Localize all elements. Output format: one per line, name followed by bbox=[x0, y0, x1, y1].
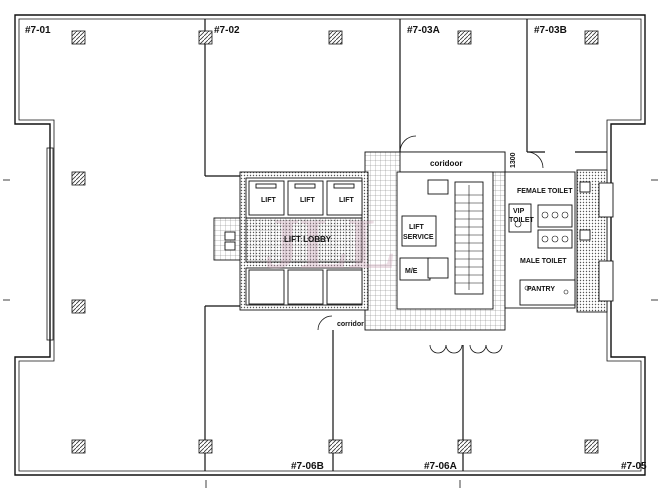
lift-service-room bbox=[401, 215, 437, 247]
male-stalls bbox=[537, 229, 573, 249]
unit-label-703a: #7-03A bbox=[407, 25, 440, 36]
edge-ticks bbox=[3, 179, 658, 488]
label-pantry: PANTRY bbox=[527, 286, 555, 293]
outer-wall bbox=[14, 14, 646, 476]
column bbox=[328, 439, 343, 454]
label-vip-2: TOILET bbox=[509, 217, 534, 224]
label-lift-3: LIFT bbox=[339, 197, 354, 204]
columns bbox=[71, 30, 599, 454]
column bbox=[584, 30, 599, 45]
column bbox=[71, 171, 86, 186]
column bbox=[457, 30, 472, 45]
unit-label-706b: #7-06B bbox=[291, 461, 324, 472]
unit-label-702: #7-02 bbox=[214, 25, 240, 36]
column bbox=[584, 439, 599, 454]
female-stalls bbox=[537, 204, 573, 228]
column bbox=[198, 439, 213, 454]
label-lift-lobby: LIFT LOBBY bbox=[284, 235, 332, 244]
label-dimension: 1300 bbox=[510, 152, 517, 168]
vip-toilet bbox=[508, 203, 532, 233]
stair-treads bbox=[455, 194, 483, 284]
door-arcs bbox=[317, 135, 544, 354]
column bbox=[71, 299, 86, 314]
pantry-room bbox=[519, 279, 576, 306]
label-corridor-bottom: corridor bbox=[337, 321, 364, 328]
unit-label-701: #7-01 bbox=[25, 25, 51, 36]
lower-shaft-3 bbox=[326, 269, 363, 305]
left-facade-strip bbox=[46, 147, 54, 341]
label-corridor-top: coridoor bbox=[430, 159, 462, 168]
label-me: M/E bbox=[405, 268, 418, 275]
core bbox=[213, 151, 614, 331]
unit-label-705: #7-05 bbox=[621, 461, 647, 472]
label-lift-service-2: SERVICE bbox=[403, 234, 434, 241]
column bbox=[71, 439, 86, 454]
label-lift-2: LIFT bbox=[300, 197, 315, 204]
unit-label-703b: #7-03B bbox=[534, 25, 567, 36]
column bbox=[71, 30, 86, 45]
column bbox=[328, 30, 343, 45]
label-vip-1: VIP bbox=[513, 208, 525, 215]
watermark: JLL bbox=[264, 204, 396, 284]
label-lift-service-1: LIFT bbox=[409, 224, 424, 231]
unit-label-706a: #7-06A bbox=[424, 461, 457, 472]
column bbox=[198, 30, 213, 45]
label-lift-1: LIFT bbox=[261, 197, 276, 204]
column bbox=[457, 439, 472, 454]
lower-shaft-1 bbox=[248, 269, 285, 305]
sanitary-fixtures bbox=[514, 211, 569, 295]
label-male-toilet: MALE TOILET bbox=[520, 258, 567, 265]
lower-shaft-2 bbox=[287, 269, 324, 305]
label-female-toilet: FEMALE TOILET bbox=[517, 188, 573, 195]
unit-labels: #7-01 #7-02 #7-03A #7-03B #7-06B #7-06A … bbox=[25, 25, 647, 472]
room-labels: coridoor 1300 LIFT LIFT LIFT LIFT LOBBY … bbox=[261, 152, 573, 328]
